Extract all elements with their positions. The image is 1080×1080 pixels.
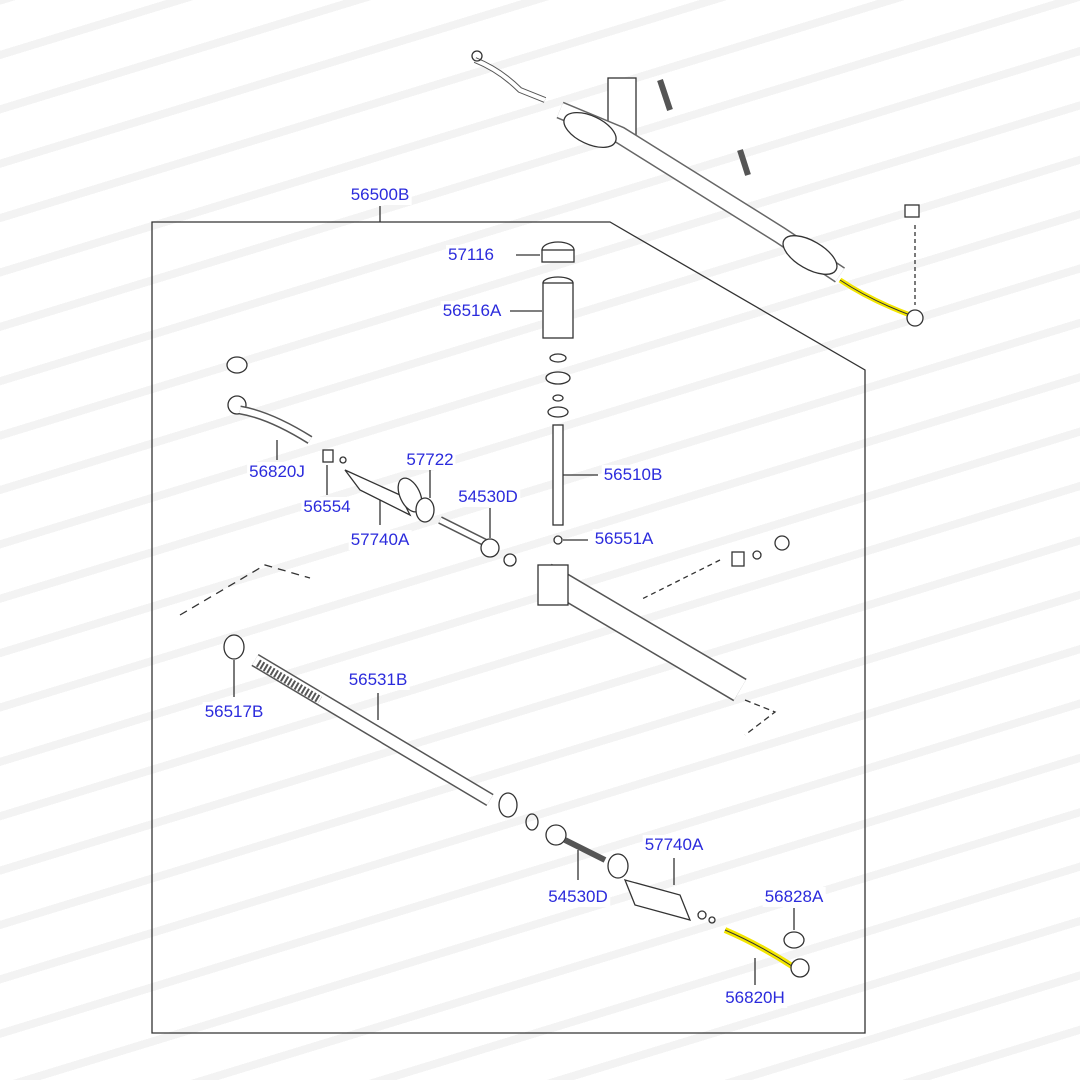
rack-bar: [179, 564, 494, 807]
assembly-frame: [151, 221, 866, 1034]
label-56828A[interactable]: 56828A: [762, 887, 826, 907]
label-57740A-left[interactable]: 57740A: [348, 530, 412, 550]
label-56500B[interactable]: 56500B: [348, 185, 412, 205]
label-56531B[interactable]: 56531B: [346, 670, 410, 690]
label-56554[interactable]: 56554: [301, 497, 353, 517]
label-56551A[interactable]: 56551A: [592, 529, 656, 549]
label-54530D-right[interactable]: 54530D: [546, 887, 610, 907]
label-57116[interactable]: 57116: [445, 245, 497, 265]
pinion-stack: [510, 241, 598, 545]
label-56517B[interactable]: 56517B: [202, 702, 266, 722]
label-56510B[interactable]: 56510B: [601, 465, 665, 485]
top-steering-gear-assembly: [471, 50, 924, 327]
label-56820H[interactable]: 56820H: [723, 988, 787, 1008]
rack-housing: [537, 535, 790, 736]
label-54530D-left[interactable]: 54530D: [456, 487, 520, 507]
label-56820J[interactable]: 56820J: [247, 462, 307, 482]
left-tie-rod-end: [226, 356, 517, 567]
label-57740A-right[interactable]: 57740A: [642, 835, 706, 855]
right-tie-rod-assembly: [498, 792, 810, 985]
label-57722[interactable]: 57722: [404, 450, 456, 470]
label-56516A[interactable]: 56516A: [440, 301, 504, 321]
